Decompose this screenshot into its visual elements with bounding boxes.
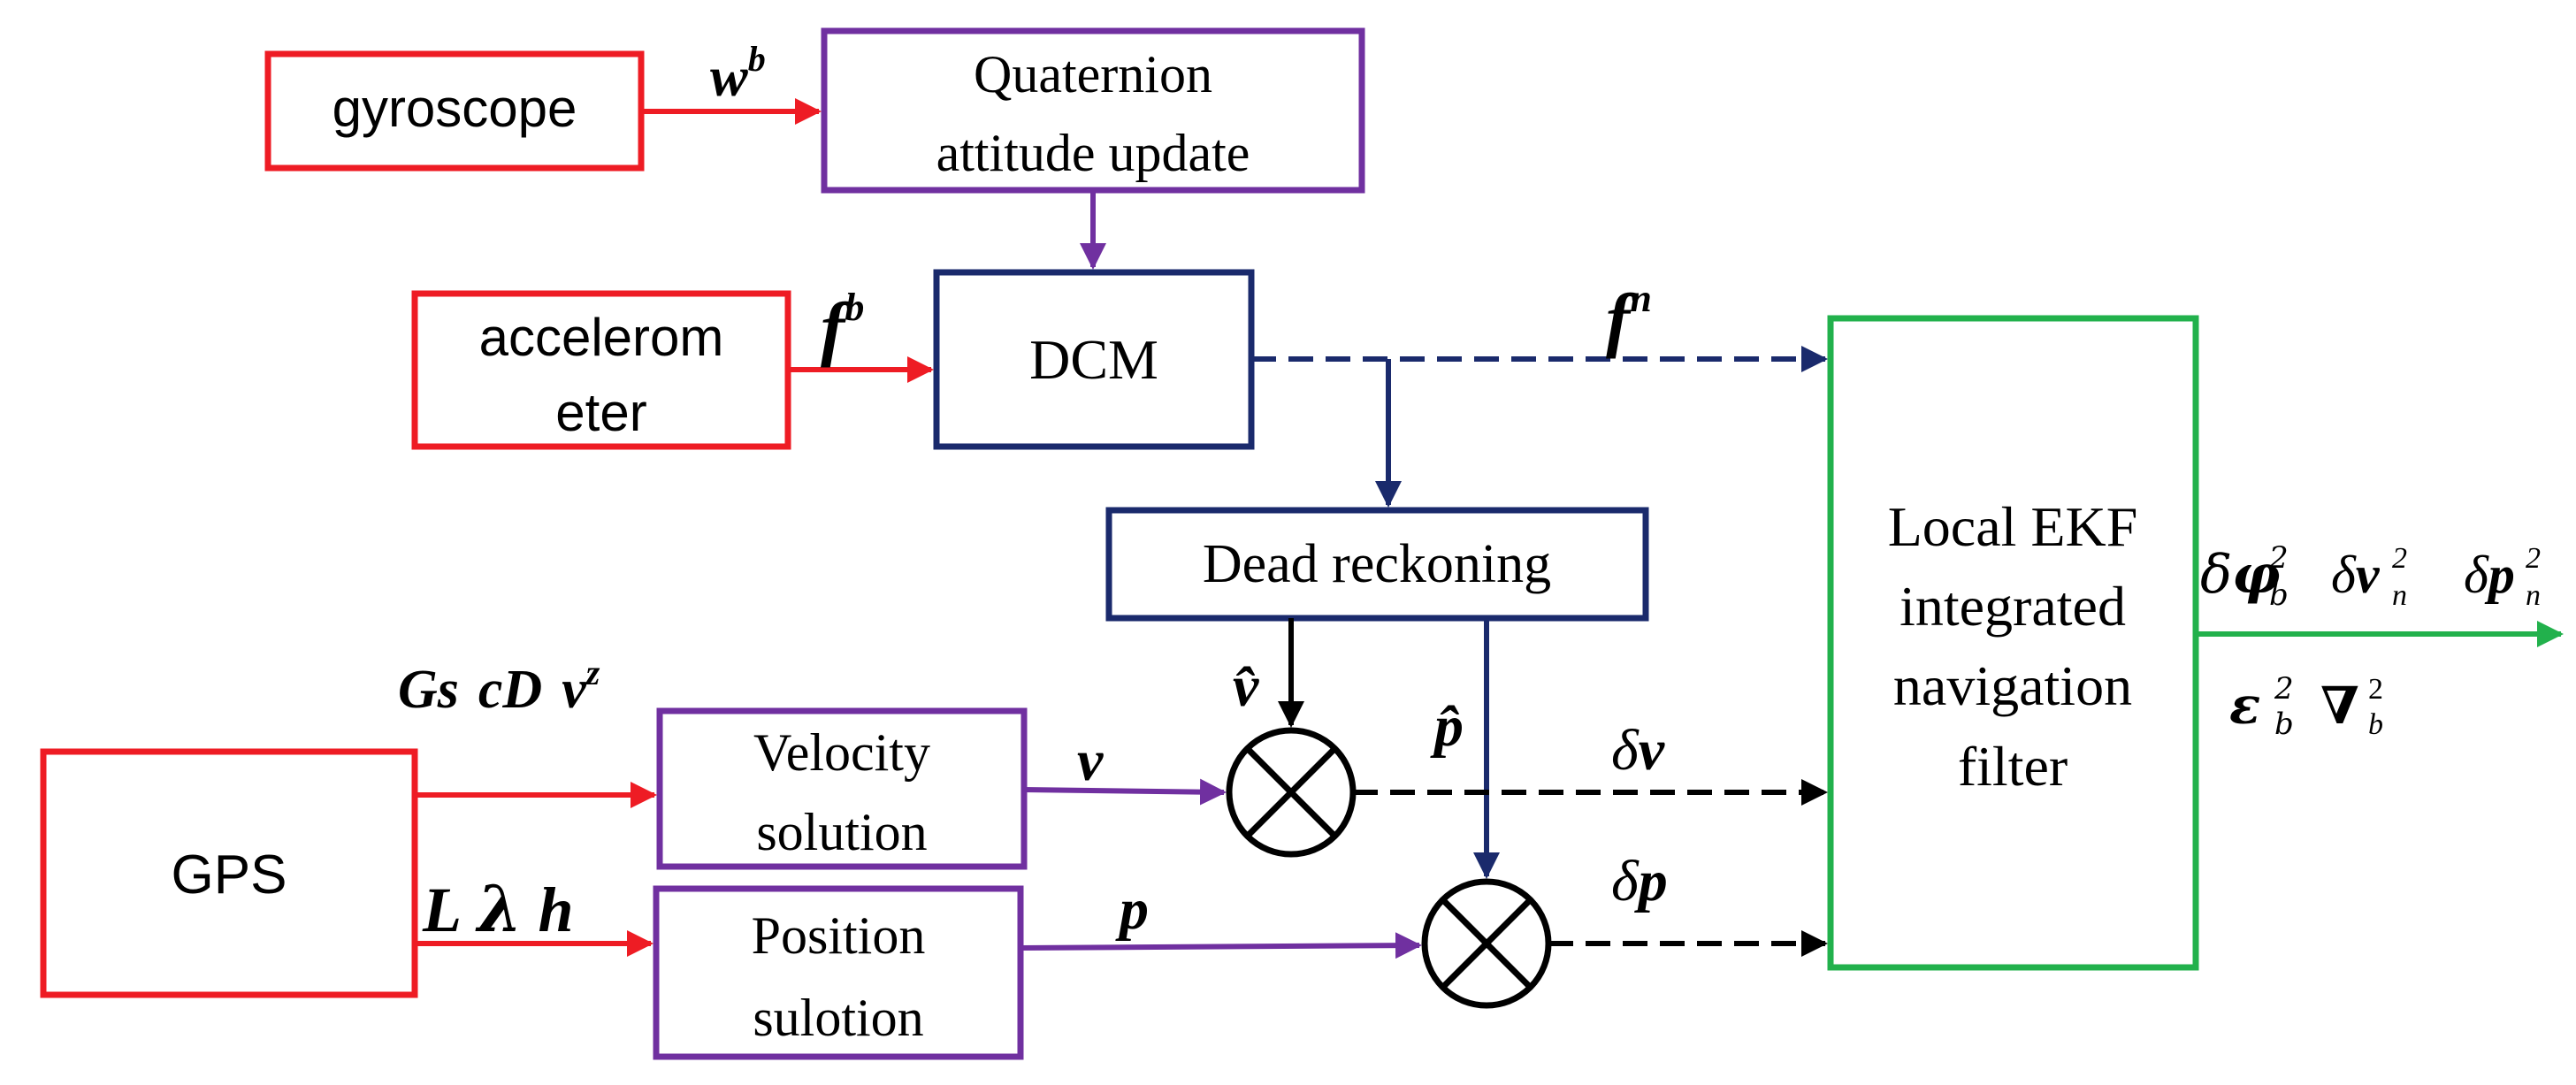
accelerometer-block: accelerom eter <box>411 290 791 450</box>
signal-f-n: fn <box>1606 277 1652 359</box>
position-label-line2: sulotion <box>753 989 923 1047</box>
arrow-position-to-comparator <box>1020 932 1422 959</box>
arrow-velocity-to-comparator <box>1023 778 1227 806</box>
dead-reckoning-label: Dead reckoning <box>1203 534 1551 594</box>
signal-delta-v: δv <box>1611 718 1665 783</box>
velocity-label-line1: Velocity <box>753 723 930 782</box>
signal-p-hat: p̂ <box>1430 694 1464 759</box>
signal-w-b: wb <box>710 39 766 108</box>
output-nabla: ∇b2 <box>2320 673 2383 741</box>
velocity-solution-block: Velocity solution <box>656 707 1028 870</box>
quaternion-block: Quaternion attitude update <box>821 27 1365 194</box>
signal-f-b: fb <box>821 286 864 368</box>
ekf-label-line4: filter <box>1958 735 2068 798</box>
signal-delta-p: δp <box>1611 849 1668 913</box>
accelerometer-label-line1: accelerom <box>479 308 724 367</box>
position-comparator <box>1421 878 1552 1009</box>
signal-v: v <box>1077 729 1104 793</box>
gyroscope-label: gyroscope <box>333 79 577 138</box>
signal-v-hat: v̂ <box>1233 654 1259 719</box>
ekf-label-line3: navigation <box>1893 654 2132 717</box>
accelerometer-label-line2: eter <box>555 383 646 442</box>
output-delta-phi: δφb2 <box>2200 540 2289 613</box>
gps-label: GPS <box>172 844 287 905</box>
ekf-label-line2: integrated <box>1900 575 2126 638</box>
ekf-filter-block: Local EKF integrated navigation filter <box>1827 315 2199 971</box>
gyroscope-block: gyroscope <box>264 50 645 172</box>
position-solution-block: Position sulotion <box>653 885 1024 1060</box>
position-label-line1: Position <box>752 906 926 965</box>
signal-p: p <box>1115 877 1149 942</box>
ekf-label-line1: Local EKF <box>1888 495 2138 558</box>
quaternion-label-line2: attitude update <box>936 124 1250 182</box>
dcm-label: DCM <box>1029 328 1158 391</box>
dcm-block: DCM <box>933 269 1255 450</box>
dead-reckoning-block: Dead reckoning <box>1105 507 1649 622</box>
quaternion-label-line1: Quaternion <box>974 45 1212 103</box>
gps-block: GPS <box>40 748 418 998</box>
velocity-comparator <box>1226 727 1357 858</box>
velocity-label-line2: solution <box>756 803 927 861</box>
